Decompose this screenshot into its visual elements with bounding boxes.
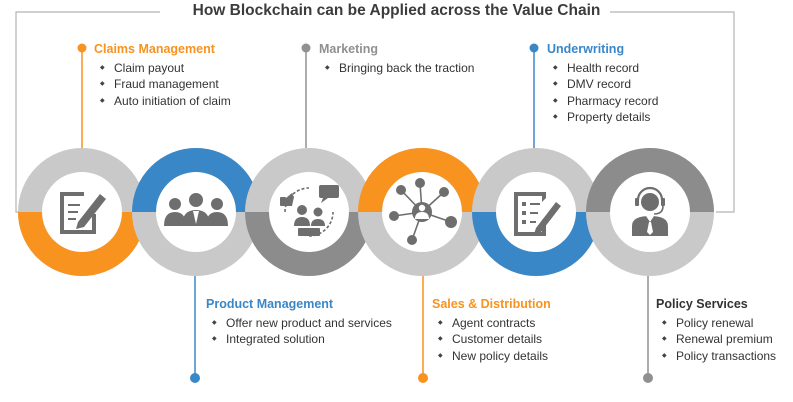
- ring-policy: [586, 148, 714, 276]
- connector-claims: [77, 43, 87, 148]
- list-item: Auto initiation of claim: [100, 93, 231, 110]
- checklist-document-icon: [514, 192, 561, 236]
- marketing-block: Marketing Bringing back the traction: [319, 41, 474, 76]
- support-agent-icon: [632, 186, 668, 236]
- list-item: Renewal premium: [662, 331, 776, 348]
- network-person-icon: [389, 178, 457, 245]
- list-item: Integrated solution: [212, 331, 392, 348]
- claims-management-block: Claims Management Claim payout Fraud man…: [94, 41, 231, 109]
- ring-marketing: [245, 148, 373, 276]
- list-item: Pharmacy record: [553, 93, 658, 110]
- block-heading: Product Management: [206, 297, 334, 311]
- connector-marketing: [301, 43, 311, 148]
- connector-sales: [418, 276, 428, 383]
- policy-services-block: Policy Services Policy renewal Renewal p…: [656, 296, 776, 364]
- list-item: Claim payout: [100, 60, 231, 77]
- frame-line: [570, 11, 735, 213]
- block-heading: Policy Services: [656, 297, 748, 311]
- list-item: Agent contracts: [438, 315, 551, 332]
- list-item: New policy details: [438, 348, 551, 365]
- list-item: Health record: [553, 60, 658, 77]
- diagram-title: How Blockchain can be Applied across the…: [0, 2, 793, 20]
- edit-document-icon: [60, 192, 106, 234]
- block-heading: Underwriting: [547, 42, 625, 56]
- connector-product: [190, 276, 200, 383]
- list-item: Policy renewal: [662, 315, 776, 332]
- connector-policy: [643, 276, 653, 383]
- underwriting-block: Underwriting Health record DMV record Ph…: [547, 41, 658, 126]
- list-item: Bringing back the traction: [325, 60, 474, 77]
- team-people-icon: [164, 193, 228, 226]
- list-item: DMV record: [553, 76, 658, 93]
- list-item: Property details: [553, 109, 658, 126]
- block-heading: Marketing: [319, 42, 379, 56]
- list-item: Fraud management: [100, 76, 231, 93]
- marketing-people-icon: [280, 185, 339, 237]
- sales-distribution-block: Sales & Distribution Agent contracts Cus…: [432, 296, 551, 364]
- list-item: Policy transactions: [662, 348, 776, 365]
- connector-underwriting: [529, 43, 539, 148]
- ring-claims: [18, 148, 146, 276]
- list-item: Offer new product and services: [212, 315, 392, 332]
- block-heading: Sales & Distribution: [432, 297, 551, 311]
- block-heading: Claims Management: [94, 42, 215, 56]
- product-management-block: Product Management Offer new product and…: [206, 296, 392, 348]
- list-item: Customer details: [438, 331, 551, 348]
